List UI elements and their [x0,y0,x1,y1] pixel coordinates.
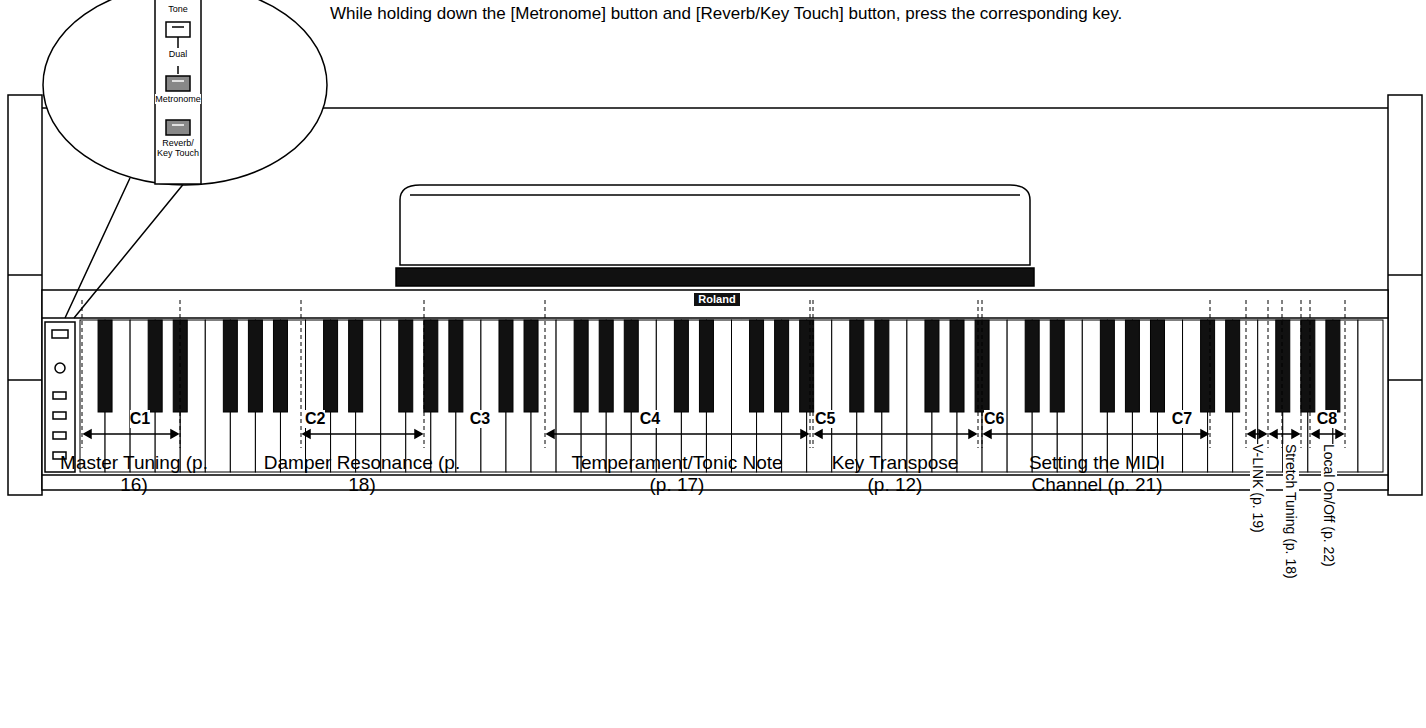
black-key [1226,320,1240,412]
octave-label: C3 [470,410,490,428]
arrowhead [1270,430,1277,438]
black-key [574,320,588,412]
black-key [1276,320,1290,412]
black-key [223,320,237,412]
octave-label: C4 [640,410,660,428]
function-label: Stretch Tuning (p. 18) [1283,444,1299,579]
black-key [775,320,789,412]
black-key [98,320,112,412]
black-key [674,320,688,412]
black-key [273,320,287,412]
black-key [800,320,814,412]
black-key [1326,320,1340,412]
arrowhead [303,430,310,438]
black-key [349,320,363,412]
arrowhead [1336,430,1343,438]
black-key [449,320,463,412]
black-key [1025,320,1039,412]
octave-label: C7 [1172,410,1192,428]
function-label: Temperament/Tonic Note (p. 17) [562,452,792,496]
arrowhead [984,430,991,438]
black-key [699,320,713,412]
octave-label: C6 [984,410,1004,428]
arrowhead [1312,430,1319,438]
black-key [624,320,638,412]
function-label: Setting the MIDI Channel (p. 21) [997,452,1197,496]
black-key [424,320,438,412]
arrowhead [84,430,91,438]
white-key [1358,320,1383,472]
function-label: Master Tuning (p. 16) [59,452,209,496]
function-label: Damper Resonance (p. 18) [262,452,462,496]
octave-label: C2 [305,410,325,428]
black-key [599,320,613,412]
octave-label: C1 [130,410,150,428]
arrowhead [969,430,976,438]
black-key [1150,320,1164,412]
arrowhead [1248,430,1255,438]
black-key [499,320,513,412]
button-label: Reverb/ Key Touch [156,138,200,159]
range-line [1317,433,1338,435]
brand-logo: Roland [694,293,739,306]
black-key [324,320,338,412]
range-line [552,433,803,435]
range-line [820,433,971,435]
function-label: V-LINK (p. 19) [1250,444,1266,533]
black-key [1100,320,1114,412]
black-key [1125,320,1139,412]
octave-label: C8 [1317,410,1337,428]
function-label: Local On/Off (p. 22) [1321,444,1337,567]
arrowhead [801,430,808,438]
arrowhead [415,430,422,438]
black-key [1301,320,1315,412]
arrowhead [1292,430,1299,438]
range-line [1275,433,1294,435]
arrowhead [1259,430,1266,438]
black-key [750,320,764,412]
black-key [925,320,939,412]
button-label: Tone [168,4,188,14]
black-key [875,320,889,412]
black-key [850,320,864,412]
black-key [148,320,162,412]
black-key [1050,320,1064,412]
range-line [989,433,1203,435]
button-label: Dual [169,49,188,59]
arrowhead [547,430,554,438]
black-key [248,320,262,412]
instruction-text: While holding down the [Metronome] butto… [330,4,1410,24]
arrowhead [171,430,178,438]
arrowhead [815,430,822,438]
black-key [1201,320,1215,412]
black-key [399,320,413,412]
black-key [950,320,964,412]
octave-label: C5 [815,410,835,428]
function-label: Key Transpose (p. 12) [820,452,970,496]
black-key [524,320,538,412]
range-line [89,433,173,435]
button-label: Metronome [155,94,201,104]
arrowhead [1201,430,1208,438]
range-line [308,433,417,435]
